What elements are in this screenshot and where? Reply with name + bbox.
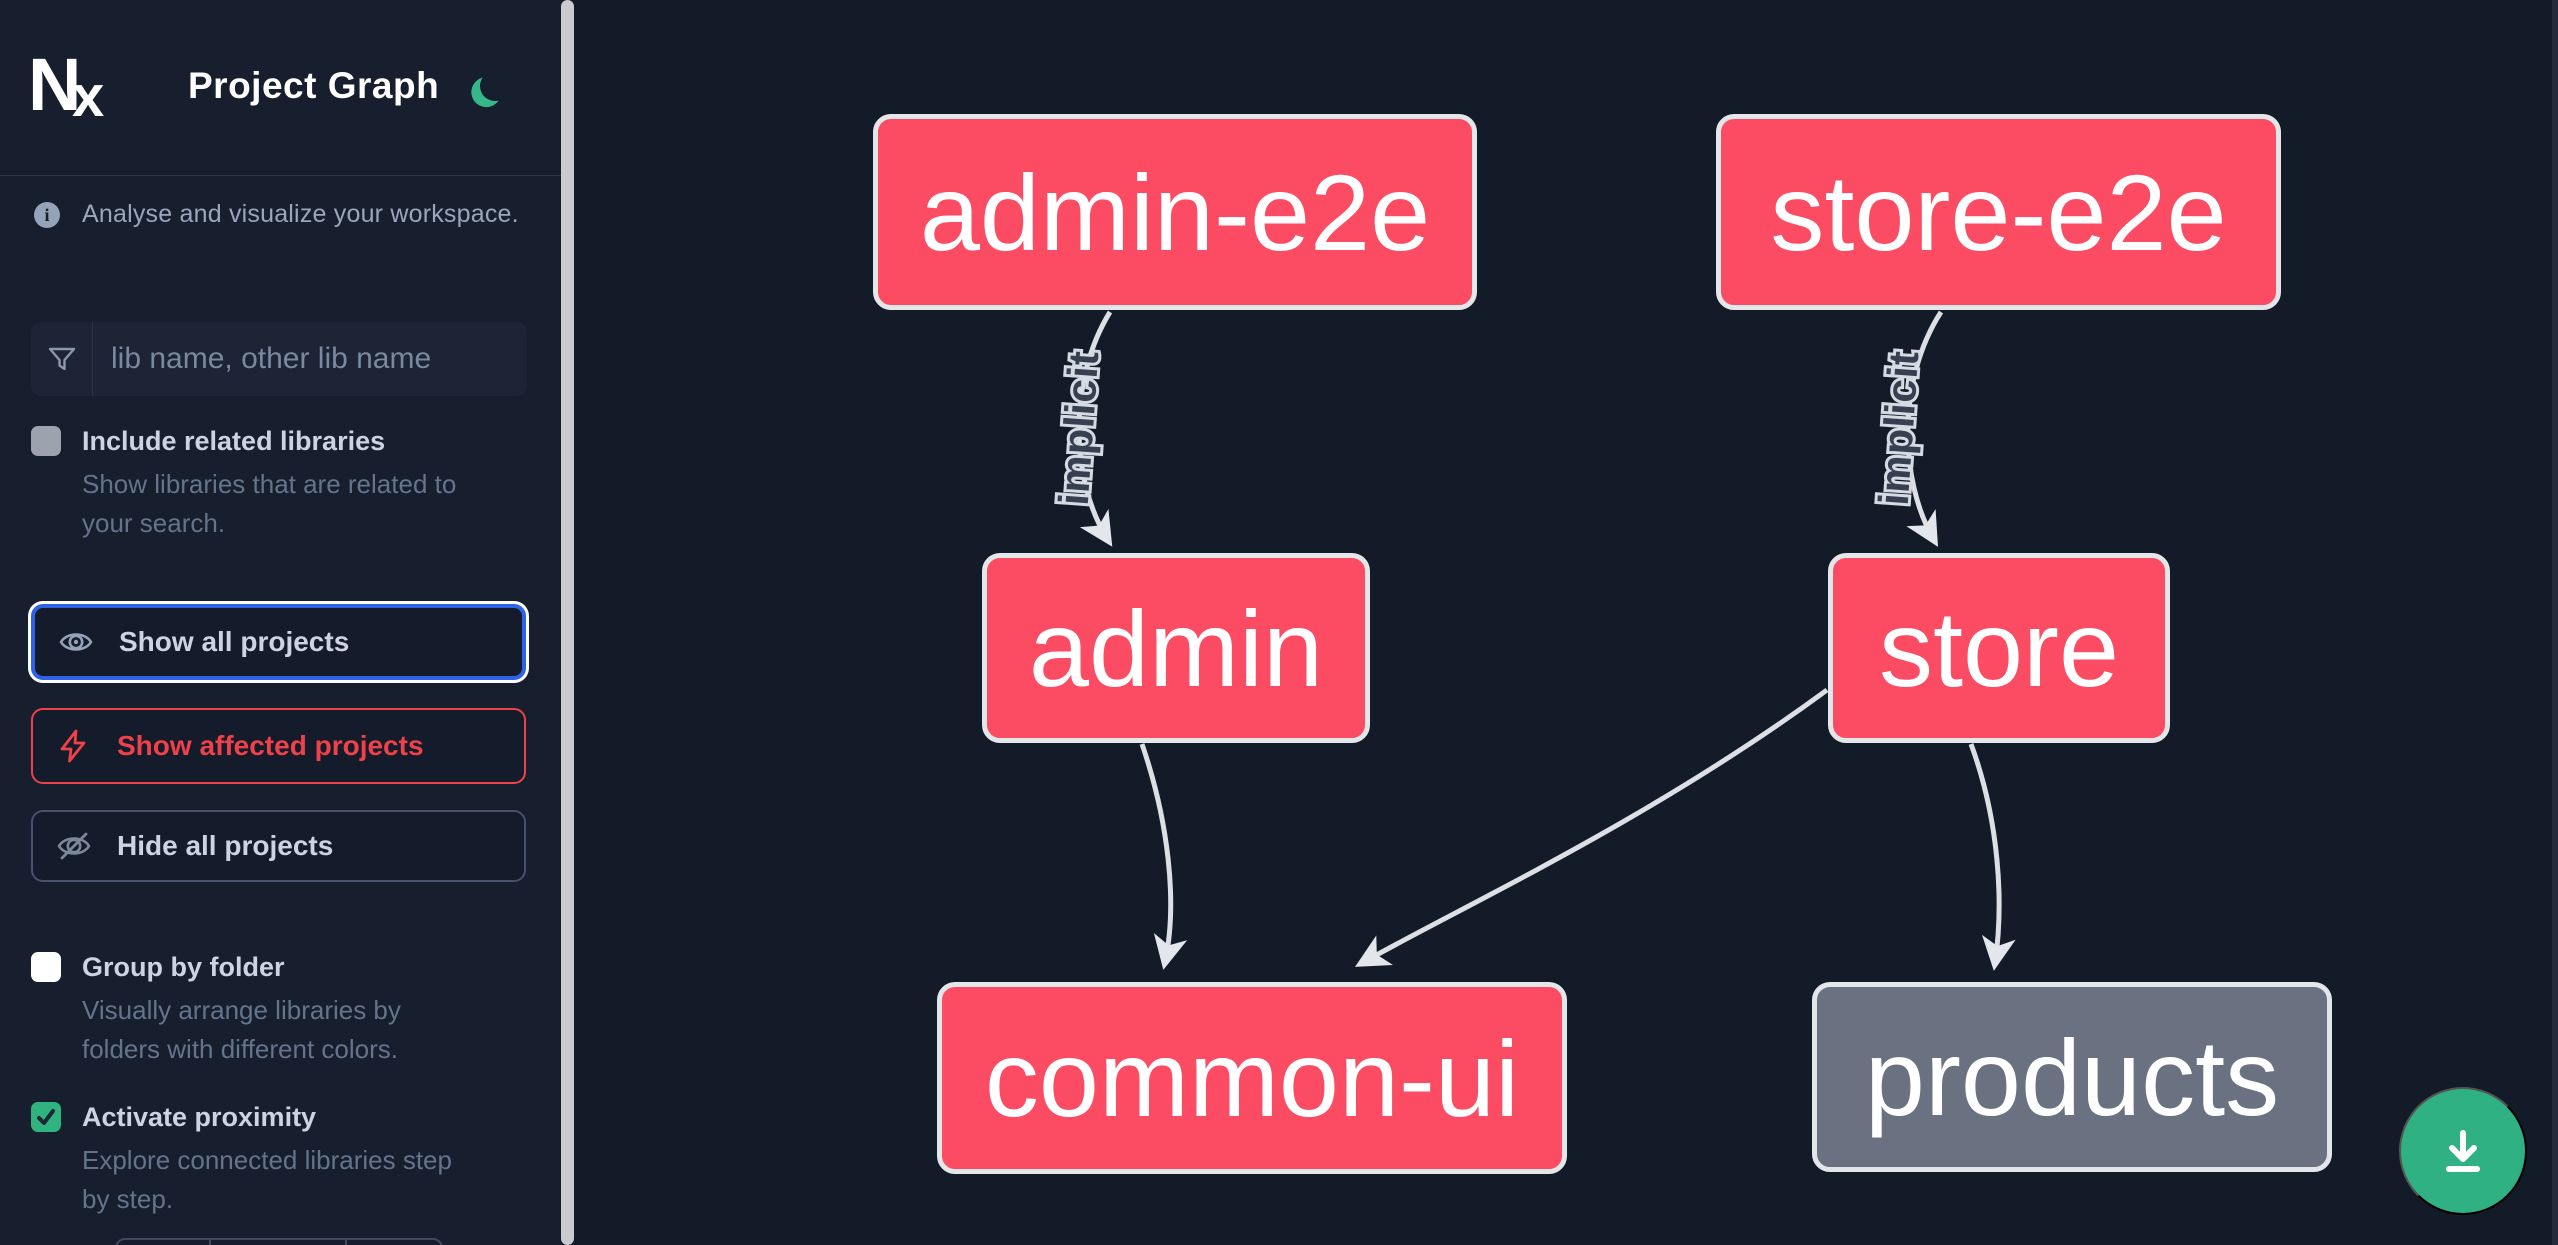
svg-text:x: x xyxy=(72,64,104,122)
graph-node-store-e2e[interactable]: store-e2e xyxy=(1716,114,2281,310)
include-related-label[interactable]: Include related libraries xyxy=(82,426,386,456)
sidebar: N x Project Graph i Analyse and visualiz… xyxy=(0,0,562,1245)
eye-icon xyxy=(59,633,93,651)
include-related-block: Include related libraries Show libraries… xyxy=(31,424,532,543)
tagline-row: i Analyse and visualize your workspace. xyxy=(34,200,532,229)
include-related-checkbox[interactable] xyxy=(31,426,61,456)
tagline-text: Analyse and visualize your workspace. xyxy=(82,200,519,228)
show-affected-projects-button[interactable]: Show affected projects xyxy=(31,708,526,784)
graph-node-admin-e2e[interactable]: admin-e2e xyxy=(873,114,1477,310)
download-image-button[interactable] xyxy=(2399,1087,2527,1215)
toggle-segment-2[interactable] xyxy=(211,1240,348,1245)
group-by-folder-checkbox[interactable] xyxy=(31,952,61,982)
graph-node-common-ui[interactable]: common-ui xyxy=(937,982,1567,1174)
proximity-depth-toggle xyxy=(115,1238,443,1245)
activate-proximity-description: Explore connected libraries step by step… xyxy=(82,1145,452,1214)
search-box xyxy=(31,322,527,396)
info-icon: i xyxy=(34,202,60,228)
sidebar-scrollbar[interactable] xyxy=(561,0,574,1245)
search-input[interactable] xyxy=(93,322,527,396)
bolt-icon xyxy=(60,729,86,763)
hide-all-projects-button[interactable]: Hide all projects xyxy=(31,810,526,882)
toggle-segment-1[interactable] xyxy=(117,1240,211,1245)
include-related-description: Show libraries that are related to your … xyxy=(82,469,457,538)
page-scrollbar-track xyxy=(2552,0,2558,1245)
edge-label-admin-e2e-admin: implicit xyxy=(1050,349,1108,507)
moon-icon[interactable] xyxy=(479,70,512,103)
svg-text:N: N xyxy=(28,50,81,122)
toggle-segment-3[interactable] xyxy=(347,1240,441,1245)
page-title: Project Graph xyxy=(188,65,440,106)
funnel-icon xyxy=(31,322,93,396)
show-all-projects-button[interactable]: Show all projects xyxy=(31,604,526,680)
header-divider xyxy=(0,175,562,176)
edge-admin-e2e-admin[interactable] xyxy=(1076,310,1113,547)
nx-logo: N x xyxy=(28,50,104,122)
check-icon xyxy=(37,1109,55,1125)
show-affected-projects-label: Show affected projects xyxy=(117,730,424,761)
brand-row: N x Project Graph xyxy=(28,48,510,124)
graph-node-store[interactable]: store xyxy=(1828,553,2170,743)
activate-proximity-label[interactable]: Activate proximity xyxy=(82,1102,317,1132)
graph-node-admin[interactable]: admin xyxy=(982,553,1370,743)
download-icon xyxy=(2446,1130,2480,1172)
graph-node-products[interactable]: products xyxy=(1812,982,2332,1172)
show-all-projects-label: Show all projects xyxy=(119,626,350,657)
group-by-folder-label[interactable]: Group by folder xyxy=(82,952,285,982)
eye-off-icon xyxy=(57,832,91,860)
group-by-folder-description: Visually arrange libraries by folders wi… xyxy=(82,995,401,1064)
edge-label-store-e2e-store: implicit xyxy=(1870,349,1928,507)
edge-store-e2e-store[interactable] xyxy=(1905,310,1944,547)
hide-all-projects-label: Hide all projects xyxy=(117,830,334,861)
activate-proximity-checkbox[interactable] xyxy=(31,1102,61,1132)
activate-proximity-block: Activate proximity Explore connected lib… xyxy=(31,1100,532,1219)
edge-store-products[interactable] xyxy=(1968,743,2016,971)
edge-admin-common-ui[interactable] xyxy=(1139,743,1188,970)
edge-store-common-ui[interactable] xyxy=(1355,687,1829,967)
group-by-folder-block: Group by folder Visually arrange librari… xyxy=(31,950,532,1069)
